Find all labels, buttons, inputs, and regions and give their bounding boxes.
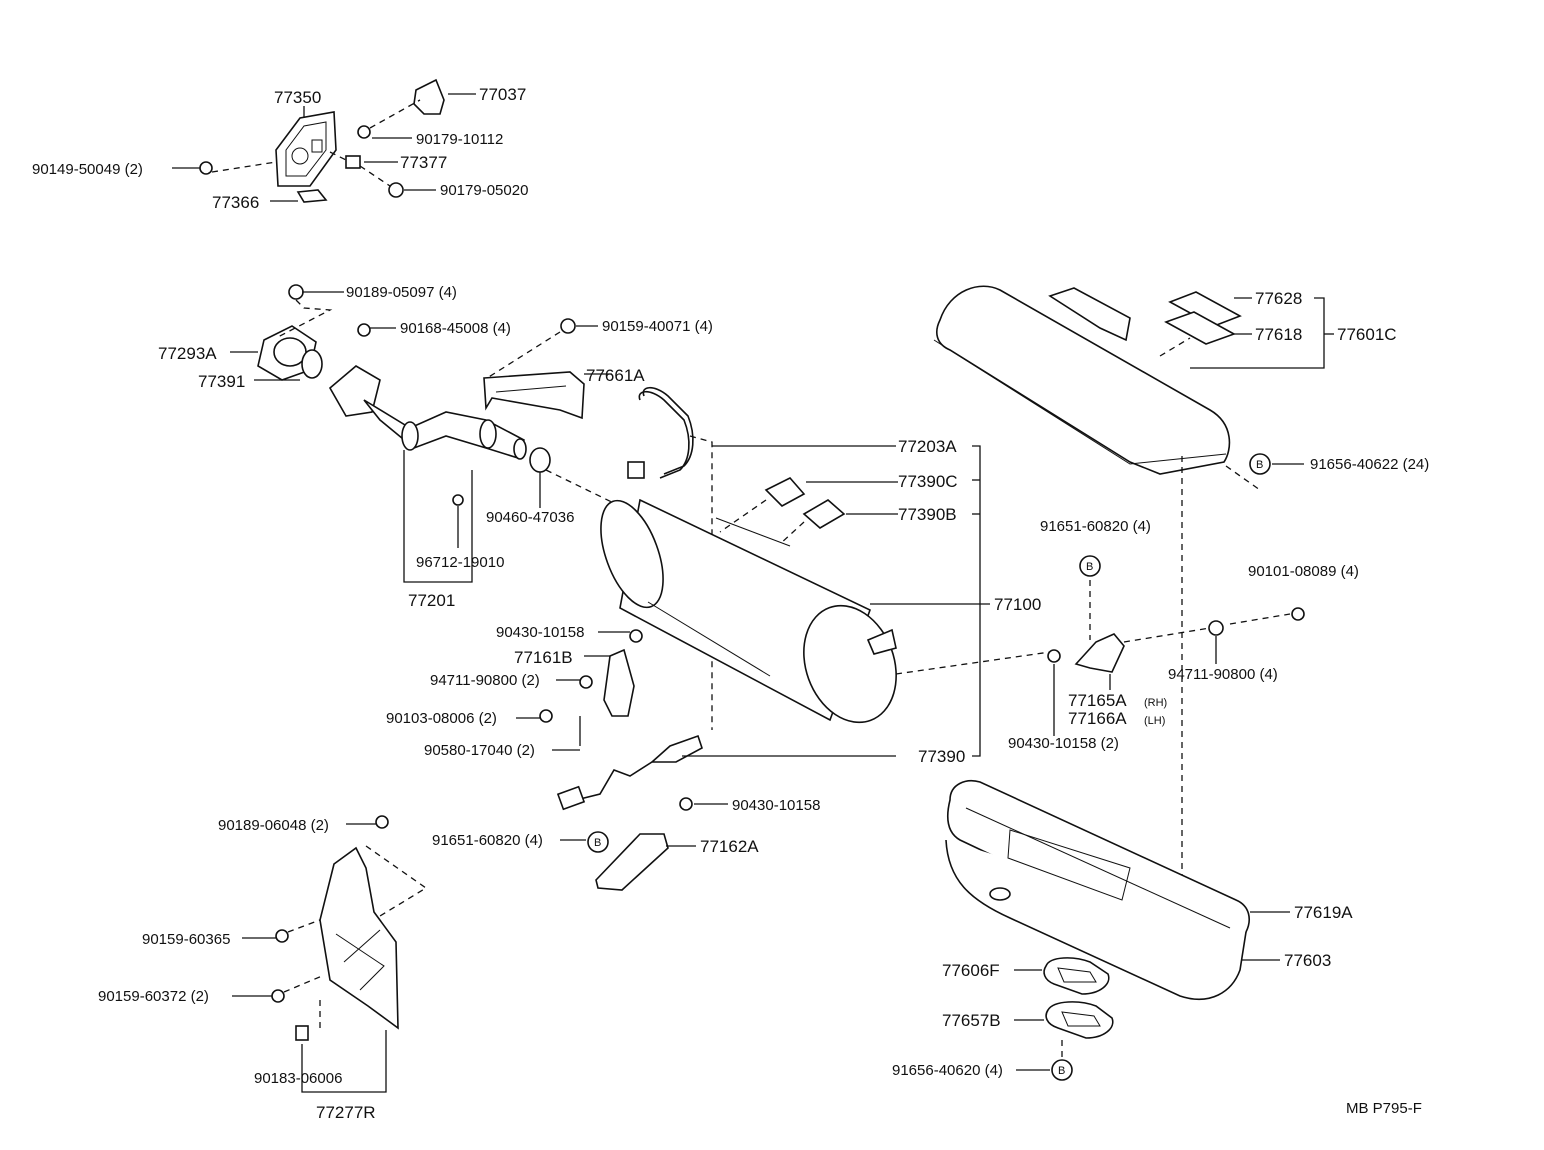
label-77391: 77391 (198, 372, 245, 391)
label-90183-06006: 90183-06006 (254, 1070, 342, 1087)
label-90189-06048: 90189-06048 (2) (218, 817, 329, 834)
label-90159-60365: 90159-60365 (142, 931, 230, 948)
label-90430-10158-a: 90430-10158 (496, 624, 584, 641)
main-fuel-tank-77100 (600, 498, 1051, 724)
label-90189-05097: 90189-05097 (4) (346, 284, 457, 301)
part-labels: 77350 77037 90179-10112 90149-50049 (2) … (32, 85, 1429, 1122)
label-77350: 77350 (274, 88, 321, 107)
filler-pipe-assembly (257, 284, 625, 583)
bracket-77661A (483, 371, 585, 420)
callout-b-3: B (594, 837, 601, 849)
callout-b-1: B (1256, 459, 1263, 471)
label-77201: 77201 (408, 591, 455, 610)
label-77377: 77377 (400, 153, 447, 172)
label-77166A-side: (LH) (1144, 715, 1165, 727)
fuel-lid-assembly (199, 78, 445, 203)
label-77619A: 77619A (1294, 903, 1353, 922)
label-91651-60820-bot: 91651-60820 (4) (432, 832, 543, 849)
label-94711-90800-2: 94711-90800 (2) (430, 672, 540, 689)
label-77166A: 77166A (1068, 709, 1127, 728)
label-90103-08006: 90103-08006 (2) (386, 710, 497, 727)
leader-lines (172, 93, 1334, 1071)
label-90159-60372: 90159-60372 (2) (98, 988, 209, 1005)
label-90430-10158-b: 90430-10158 (732, 797, 820, 814)
label-77661A: 77661A (586, 366, 645, 385)
label-90179-05020: 90179-05020 (440, 182, 528, 199)
label-90430-10158-2: 90430-10158 (2) (1008, 735, 1119, 752)
label-77657B: 77657B (942, 1011, 1001, 1030)
label-77366: 77366 (212, 193, 259, 212)
label-90149-50049: 90149-50049 (2) (32, 161, 143, 178)
label-77390C: 77390C (898, 472, 958, 491)
callout-b-symbols: B B B B (587, 453, 1271, 1081)
label-77293A: 77293A (158, 344, 217, 363)
label-90179-10112: 90179-10112 (416, 131, 503, 148)
label-90460-47036: 90460-47036 (486, 509, 574, 526)
label-90580-17040: 90580-17040 (2) (424, 742, 535, 759)
reference-code: MB P795-F (1346, 1100, 1422, 1117)
label-77606F: 77606F (942, 961, 1000, 980)
label-94711-90800-4: 94711-90800 (4) (1168, 666, 1278, 683)
label-77277R: 77277R (316, 1103, 376, 1122)
label-77037: 77037 (479, 85, 526, 104)
callout-b-2: B (1086, 561, 1093, 573)
label-91651-60820-top: 91651-60820 (4) (1040, 518, 1151, 535)
label-77100: 77100 (994, 595, 1041, 614)
label-91656-40620: 91656-40620 (4) (892, 1062, 1003, 1079)
straps-brackets (539, 580, 1305, 891)
label-96712-19010: 96712-19010 (416, 554, 504, 571)
lower-pan-77619A (945, 780, 1250, 1060)
label-77390B: 77390B (898, 505, 957, 524)
label-77161B: 77161B (514, 648, 573, 667)
label-77162A: 77162A (700, 837, 759, 856)
label-77203A: 77203A (898, 437, 957, 456)
label-77165A: 77165A (1068, 691, 1127, 710)
heat-shield-77277R (271, 815, 428, 1093)
label-77390: 77390 (918, 747, 965, 766)
label-77603: 77603 (1284, 951, 1331, 970)
label-90159-40071: 90159-40071 (4) (602, 318, 713, 335)
label-77601C: 77601C (1337, 325, 1397, 344)
label-90101-08089: 90101-08089 (4) (1248, 563, 1359, 580)
label-77165A-side: (RH) (1144, 697, 1167, 709)
callout-b-4: B (1058, 1065, 1065, 1077)
label-77628: 77628 (1255, 289, 1302, 308)
label-91656-40622: 91656-40622 (24) (1310, 456, 1429, 473)
label-77618: 77618 (1255, 325, 1302, 344)
sensors-77390 (556, 477, 846, 811)
label-90168-45008: 90168-45008 (4) (400, 320, 511, 337)
